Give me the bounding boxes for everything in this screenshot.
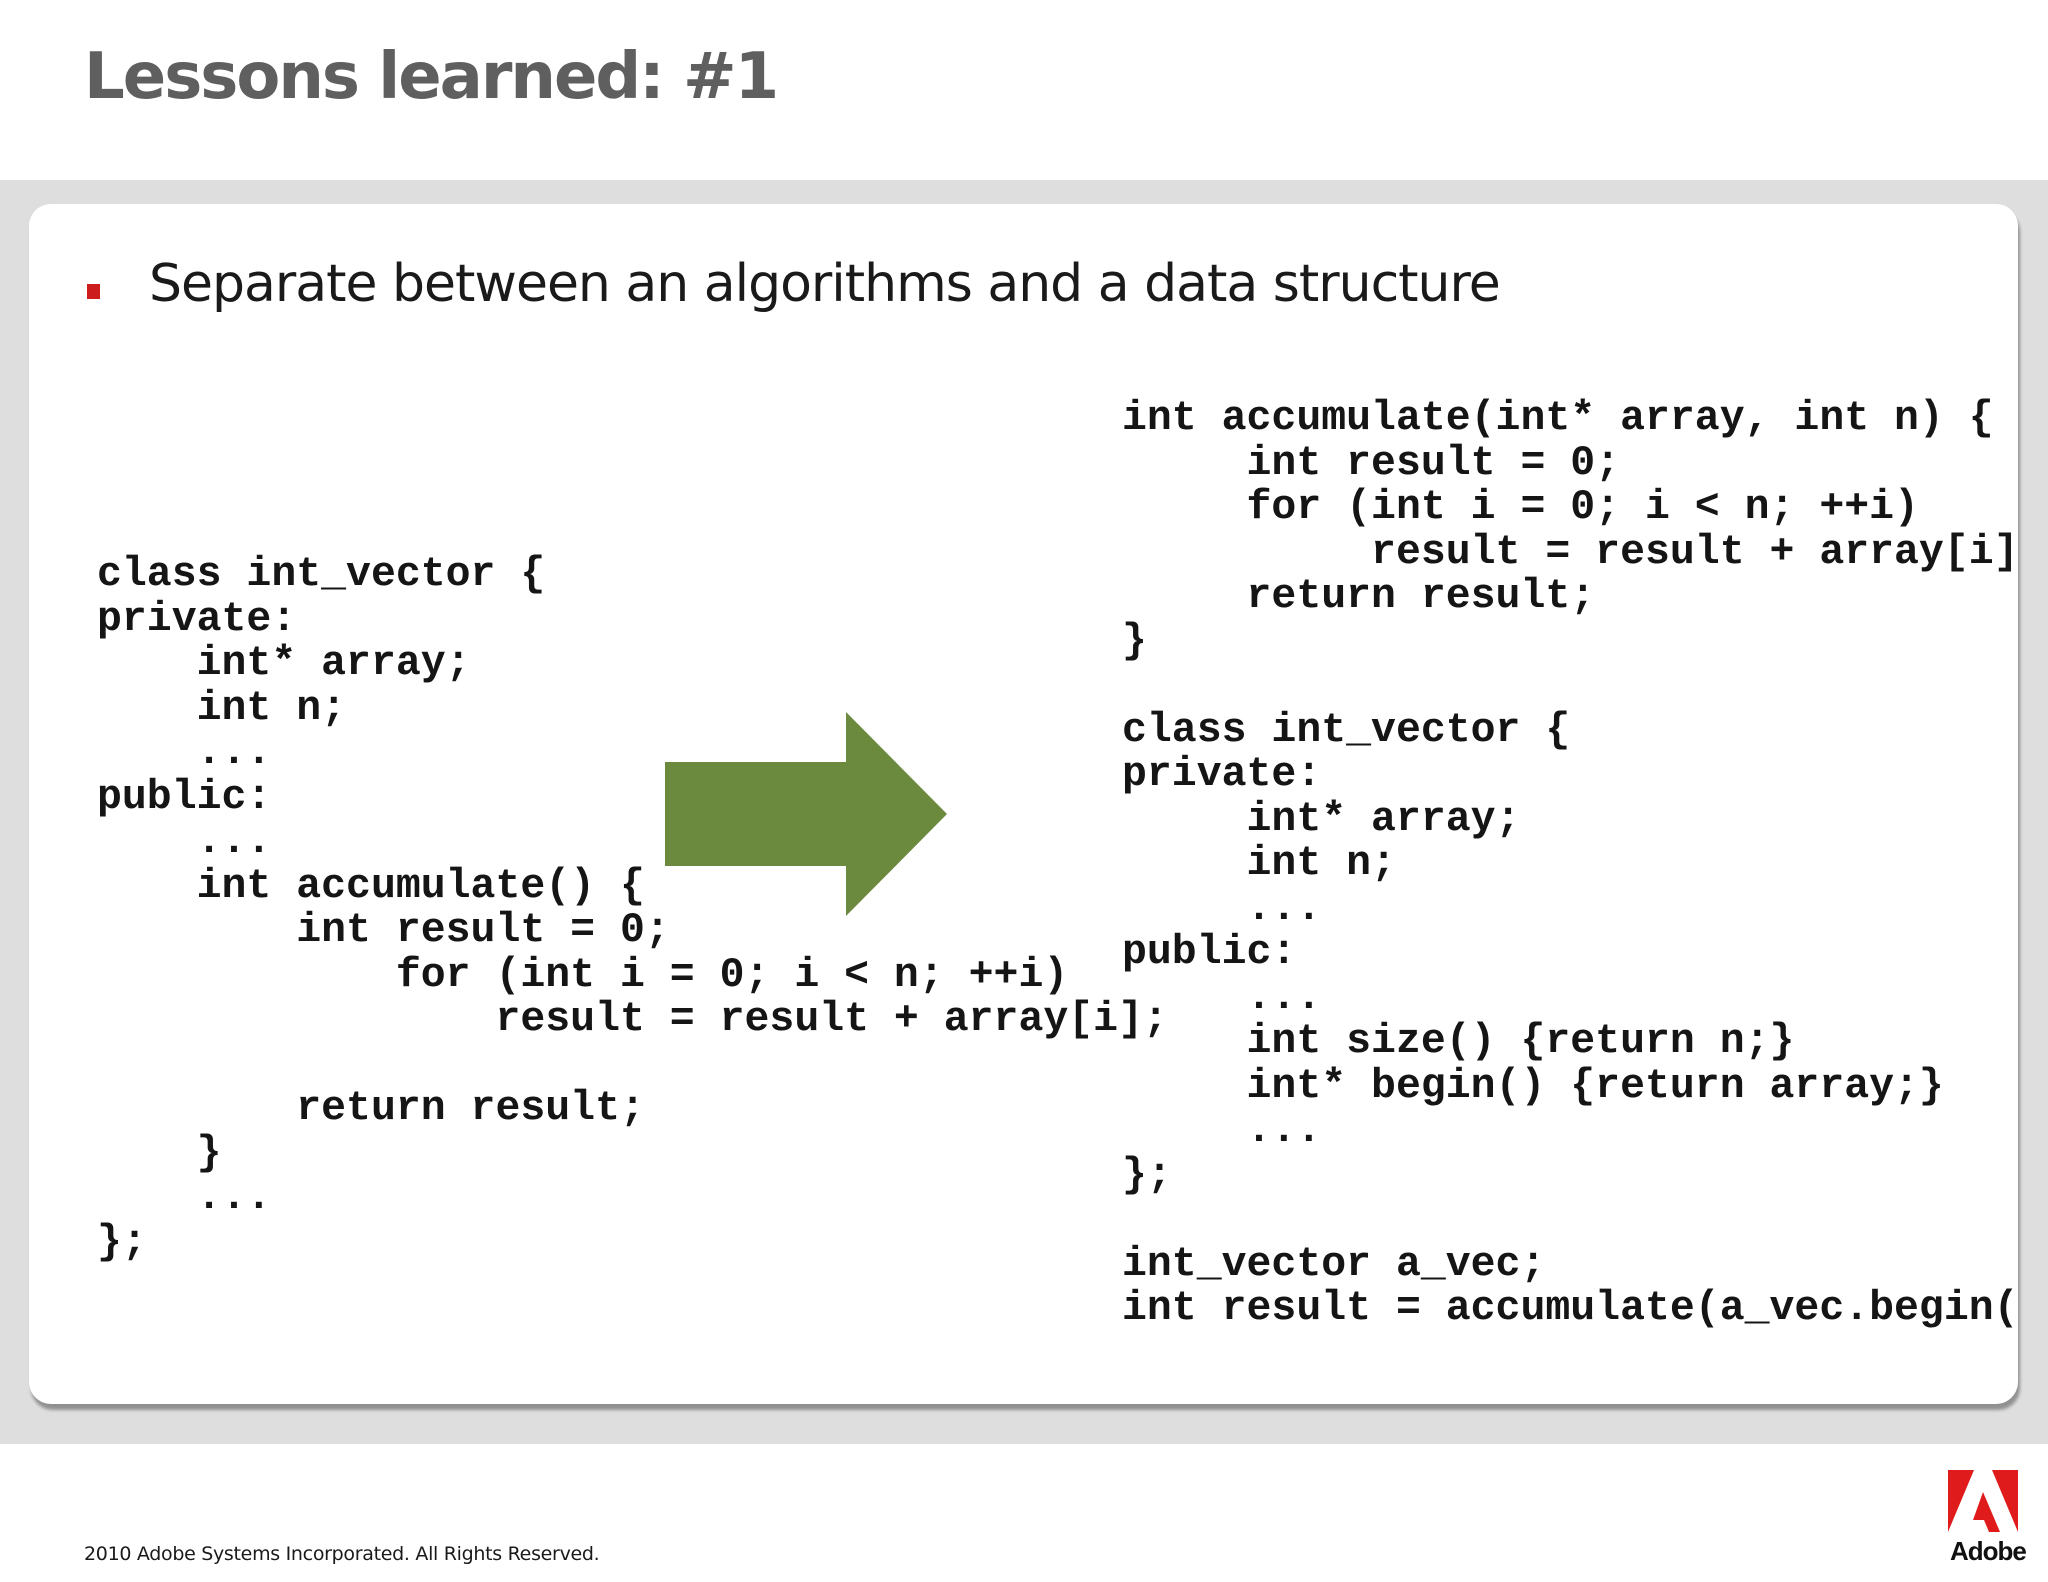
code-before: class int_vector { private: int* array; … — [97, 551, 1168, 1266]
bullet-text: Separate between an algorithms and a dat… — [149, 254, 1501, 314]
arrow-shape — [665, 712, 947, 916]
slide-title: Lessons learned: #1 — [84, 40, 779, 114]
adobe-logo-icon — [1948, 1470, 2018, 1532]
logo-text: Adobe — [1950, 1536, 2027, 1566]
logo-left-shape — [1948, 1470, 1974, 1532]
bullet-marker-icon — [87, 284, 100, 299]
logo-center-shape — [1973, 1492, 2000, 1532]
copyright-text: 2010 Adobe Systems Incorporated. All Rig… — [84, 1543, 600, 1565]
code-after: int accumulate(int* array, int n) { int … — [1122, 395, 2018, 1332]
right-arrow-icon — [665, 712, 947, 916]
content-panel: Separate between an algorithms and a dat… — [29, 204, 2018, 1404]
logo-right-shape — [1992, 1470, 2018, 1532]
